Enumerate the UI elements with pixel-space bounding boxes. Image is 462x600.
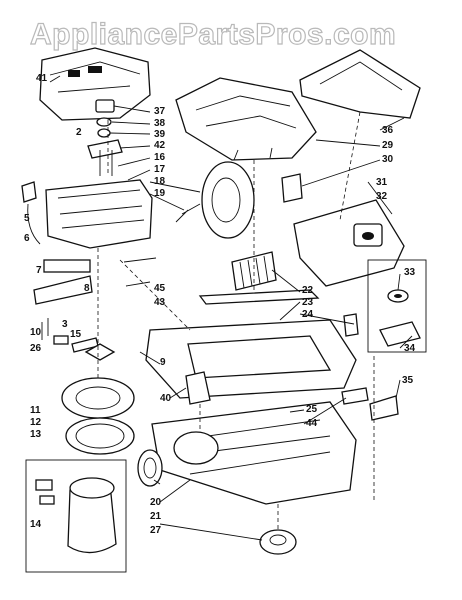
bag-door xyxy=(299,49,421,119)
callout-27: 27 xyxy=(150,525,162,536)
callout-33: 33 xyxy=(404,267,416,278)
callout-40: 40 xyxy=(160,393,172,404)
top-cover xyxy=(39,47,151,121)
handle-housing xyxy=(45,150,153,249)
base-housing xyxy=(137,401,357,505)
callout-17: 17 xyxy=(154,164,166,175)
motor-gaskets xyxy=(61,377,135,455)
watermark-text: AppliancePartsPros.com xyxy=(30,18,396,51)
exhaust-filter xyxy=(231,251,277,291)
callout-16: 16 xyxy=(154,152,166,163)
callout-2: 2 xyxy=(76,127,82,138)
callout-23: 23 xyxy=(302,297,314,308)
callout-10: 10 xyxy=(30,327,42,338)
motor-assembly xyxy=(25,459,127,573)
callout-21: 21 xyxy=(150,511,162,522)
watermark: AppliancePartsPros.com xyxy=(30,17,396,51)
latch xyxy=(281,173,303,203)
callout-13: 13 xyxy=(30,429,42,440)
bag-holder xyxy=(367,259,427,353)
callout-37: 37 xyxy=(154,106,166,117)
callout-35: 35 xyxy=(402,375,414,386)
callout-45: 45 xyxy=(154,283,166,294)
callout-3: 3 xyxy=(62,319,68,330)
assembly-lines xyxy=(97,111,375,530)
callout-24: 24 xyxy=(302,309,314,320)
callout-34: 34 xyxy=(404,343,416,354)
upper-housing xyxy=(175,77,317,161)
small-hardware xyxy=(41,318,116,361)
cord-and-bracket xyxy=(21,181,157,305)
callout-32: 32 xyxy=(376,191,388,202)
callout-22: 22 xyxy=(302,285,314,296)
cord-reel xyxy=(175,161,255,239)
callout-26: 26 xyxy=(30,343,42,354)
callout-30: 30 xyxy=(382,154,394,165)
callout-18: 18 xyxy=(154,176,166,187)
leader-lines xyxy=(49,75,413,541)
callout-42: 42 xyxy=(154,140,166,151)
callout-41: 41 xyxy=(36,73,48,84)
callout-12: 12 xyxy=(30,417,42,428)
callout-9: 9 xyxy=(160,357,166,368)
callout-38: 38 xyxy=(154,118,166,129)
callout-15: 15 xyxy=(70,329,82,340)
callout-6: 6 xyxy=(24,233,30,244)
callout-5: 5 xyxy=(24,213,30,224)
callout-19: 19 xyxy=(154,188,166,199)
callout-31: 31 xyxy=(376,177,388,188)
dust-bag xyxy=(293,199,405,287)
front-latch xyxy=(185,371,211,405)
callout-36: 36 xyxy=(382,125,394,136)
rear-parts xyxy=(341,387,399,421)
callout-29: 29 xyxy=(382,140,394,151)
callout-44: 44 xyxy=(306,418,318,429)
caster xyxy=(259,529,297,555)
callout-39: 39 xyxy=(154,129,166,140)
callout-20: 20 xyxy=(150,497,162,508)
callout-25: 25 xyxy=(306,404,318,415)
callout-43: 43 xyxy=(154,297,166,308)
bag-frame xyxy=(145,289,359,399)
callout-7: 7 xyxy=(36,265,42,276)
callout-14: 14 xyxy=(30,519,42,530)
callout-8: 8 xyxy=(84,283,90,294)
callout-11: 11 xyxy=(30,405,41,416)
